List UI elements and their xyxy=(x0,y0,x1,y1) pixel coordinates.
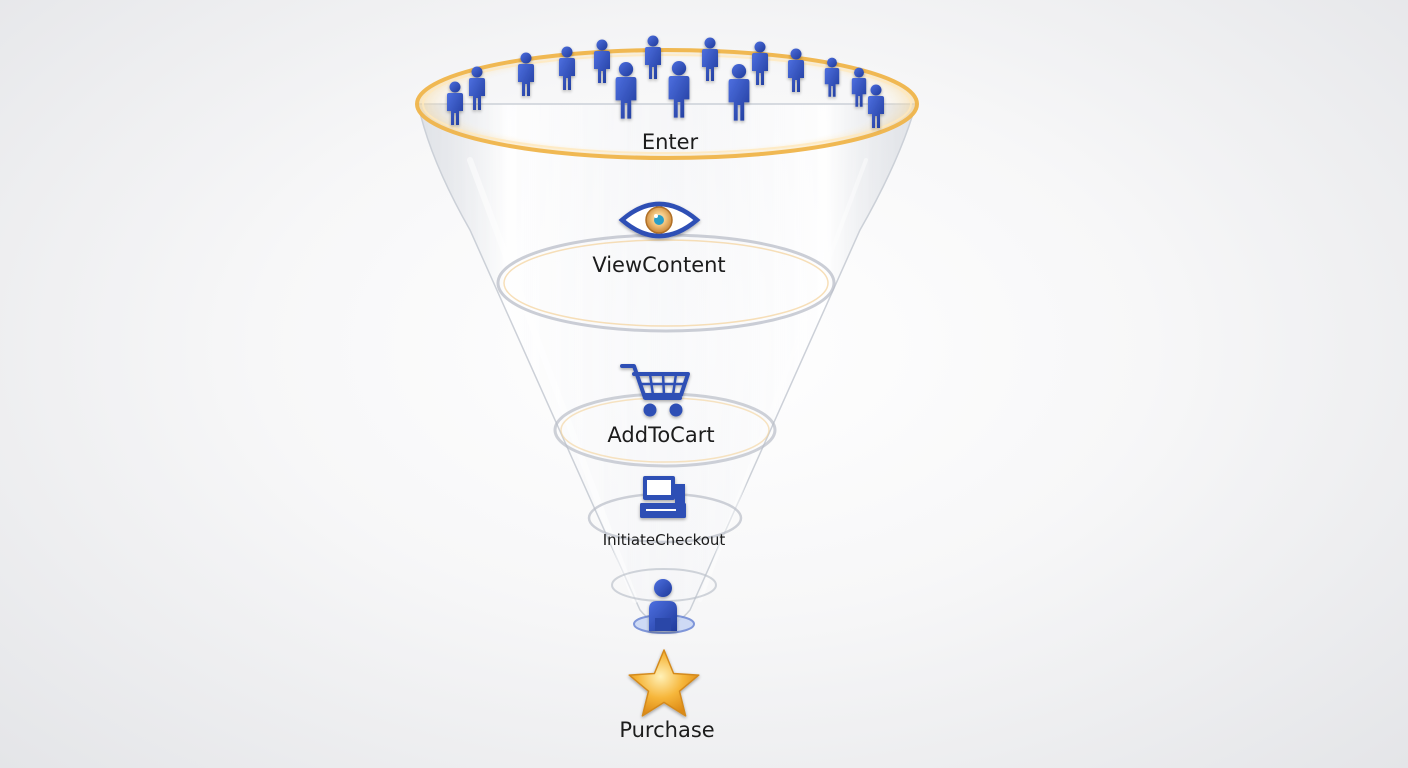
funnel-body xyxy=(417,103,917,626)
eye-icon xyxy=(618,201,701,239)
stage-label-view-content: ViewContent xyxy=(592,253,725,277)
stage-label-add-to-cart: AddToCart xyxy=(607,423,714,447)
stage-label-purchase: Purchase xyxy=(619,718,714,742)
shopping-cart-icon xyxy=(620,364,690,417)
stage-label-enter: Enter xyxy=(642,130,699,154)
stage-label-initiate-checkout: InitiateCheckout xyxy=(603,531,726,549)
checkout-terminal-icon xyxy=(640,476,686,518)
star-icon xyxy=(628,649,700,717)
person-icon xyxy=(649,579,677,631)
